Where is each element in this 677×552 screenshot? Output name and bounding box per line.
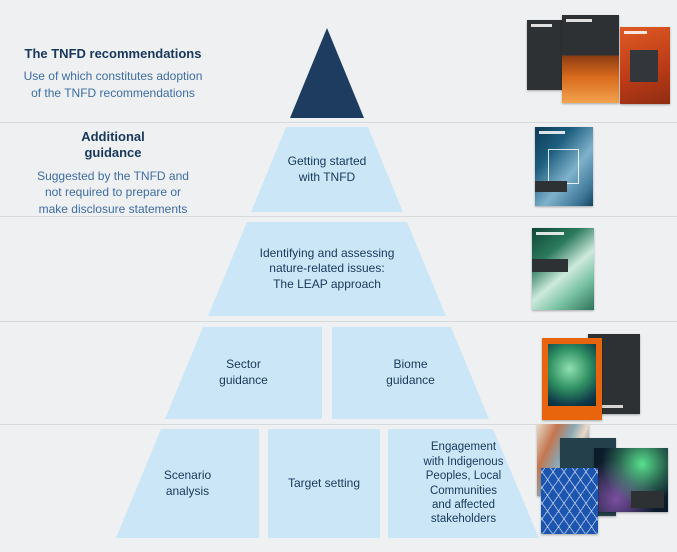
cover-title-tag: [630, 491, 664, 508]
cover-title-tag: [535, 180, 567, 192]
report-cover-thumbnail: [562, 15, 619, 103]
cover-earth-image: [548, 344, 596, 406]
additional-guidance-heading: Additional guidance: [81, 129, 145, 161]
pyramid-block-target-setting: Target setting: [268, 429, 380, 538]
pyramid-block-sector-guidance: Sector guidance: [165, 327, 322, 419]
tnfd-logo-strip: [624, 31, 647, 34]
report-cover-thumbnail: [532, 228, 594, 310]
tnfd-logo-strip: [539, 131, 566, 134]
additional-guidance-description: Suggested by the TNFD and not required t…: [37, 168, 189, 217]
cover-title-tag: [532, 259, 568, 273]
additional-guidance-label-group: Additional guidance Suggested by the TNF…: [8, 129, 218, 218]
cover-inset-panel: [630, 50, 658, 83]
recommendations-heading: The TNFD recommendations: [24, 46, 202, 61]
report-cover-thumbnail: [620, 27, 670, 104]
recommendations-description: Use of which constitutes adoption of the…: [23, 69, 203, 101]
tnfd-logo-strip: [566, 19, 592, 22]
pyramid-block-leap-approach: Identifying and assessing nature-related…: [208, 222, 446, 316]
section-divider: [0, 321, 677, 322]
cover-title-bar: [592, 405, 624, 408]
tnfd-logo-strip: [531, 24, 553, 27]
pyramid-apex: [290, 28, 364, 118]
report-cover-thumbnail: [542, 338, 602, 420]
pyramid-block-engagement: Engagement with Indigenous Peoples, Loca…: [388, 429, 539, 538]
section-divider: [0, 424, 677, 425]
pyramid-block-biome-guidance: Biome guidance: [332, 327, 489, 419]
section-divider: [0, 216, 677, 217]
recommendations-label-group: The TNFD recommendations Use of which co…: [4, 46, 222, 102]
report-cover-thumbnail: [594, 448, 668, 512]
report-cover-thumbnail: [541, 468, 598, 534]
pyramid-block-getting-started: Getting started with TNFD: [251, 127, 403, 212]
section-divider: [0, 122, 677, 123]
tnfd-logo-strip: [536, 232, 564, 235]
pyramid-block-scenario-analysis: Scenario analysis: [116, 429, 259, 538]
report-cover-thumbnail: [535, 127, 593, 206]
cover-inset-outline: [547, 149, 579, 185]
